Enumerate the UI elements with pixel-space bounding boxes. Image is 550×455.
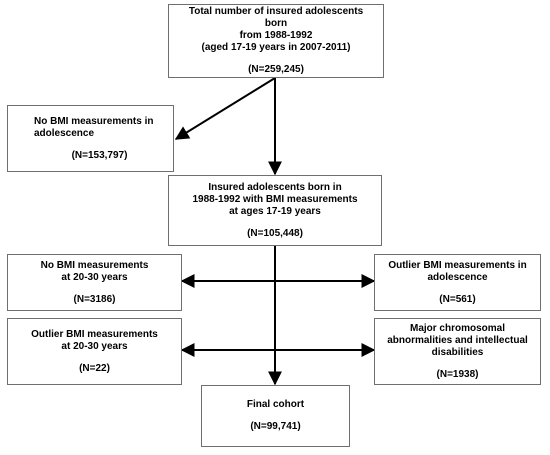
outlier-20-30-count: (N=22) [79,362,110,374]
total-adolescents-count: (N=259,245) [248,64,304,75]
final-cohort-title: Final cohort [246,399,305,410]
outlier-adolescence-title: Outlier BMI measurements in adolescence [388,259,527,283]
with-bmi-count: (N=105,448) [247,227,303,239]
total-adolescents-box: Total number of insured adolescents born… [168,4,384,78]
no-bmi-adolescence-title: No BMI measurements in adolescence [34,115,154,139]
no-bmi-20-30-count: (N=3186) [73,293,116,305]
final-cohort-box: Final cohort (N=99,741) [201,385,350,447]
outlier-20-30-box: Outlier BMI measurements at 20-30 years … [7,318,182,385]
no-bmi-adolescence-count: (N=153,797) [71,149,128,161]
outlier-20-30-title: Outlier BMI measurements at 20-30 years [31,328,158,352]
no-bmi-20-30-title: No BMI measurements at 20-30 years [40,259,149,283]
outlier-adolescence-count: (N=561) [439,293,476,305]
with-bmi-title: Insured adolescents born in 1988-1992 wi… [192,181,358,217]
total-adolescents-title: Total number of insured adolescents born… [188,6,364,53]
outlier-adolescence-box: Outlier BMI measurements in adolescence … [374,254,541,311]
chromosomal-box: Major chromosomal abnormalities and inte… [374,318,541,385]
with-bmi-box: Insured adolescents born in 1988-1992 wi… [168,175,382,246]
no-bmi-20-30-box: No BMI measurements at 20-30 years (N=31… [7,254,182,311]
arrow-to-no-bmi-adolescence [174,77,276,140]
no-bmi-adolescence-box: No BMI measurements in adolescence (N=15… [7,105,174,172]
chromosomal-title: Major chromosomal abnormalities and inte… [387,322,528,358]
final-cohort-count: (N=99,741) [250,421,301,432]
chromosomal-count: (N=1938) [436,368,479,380]
